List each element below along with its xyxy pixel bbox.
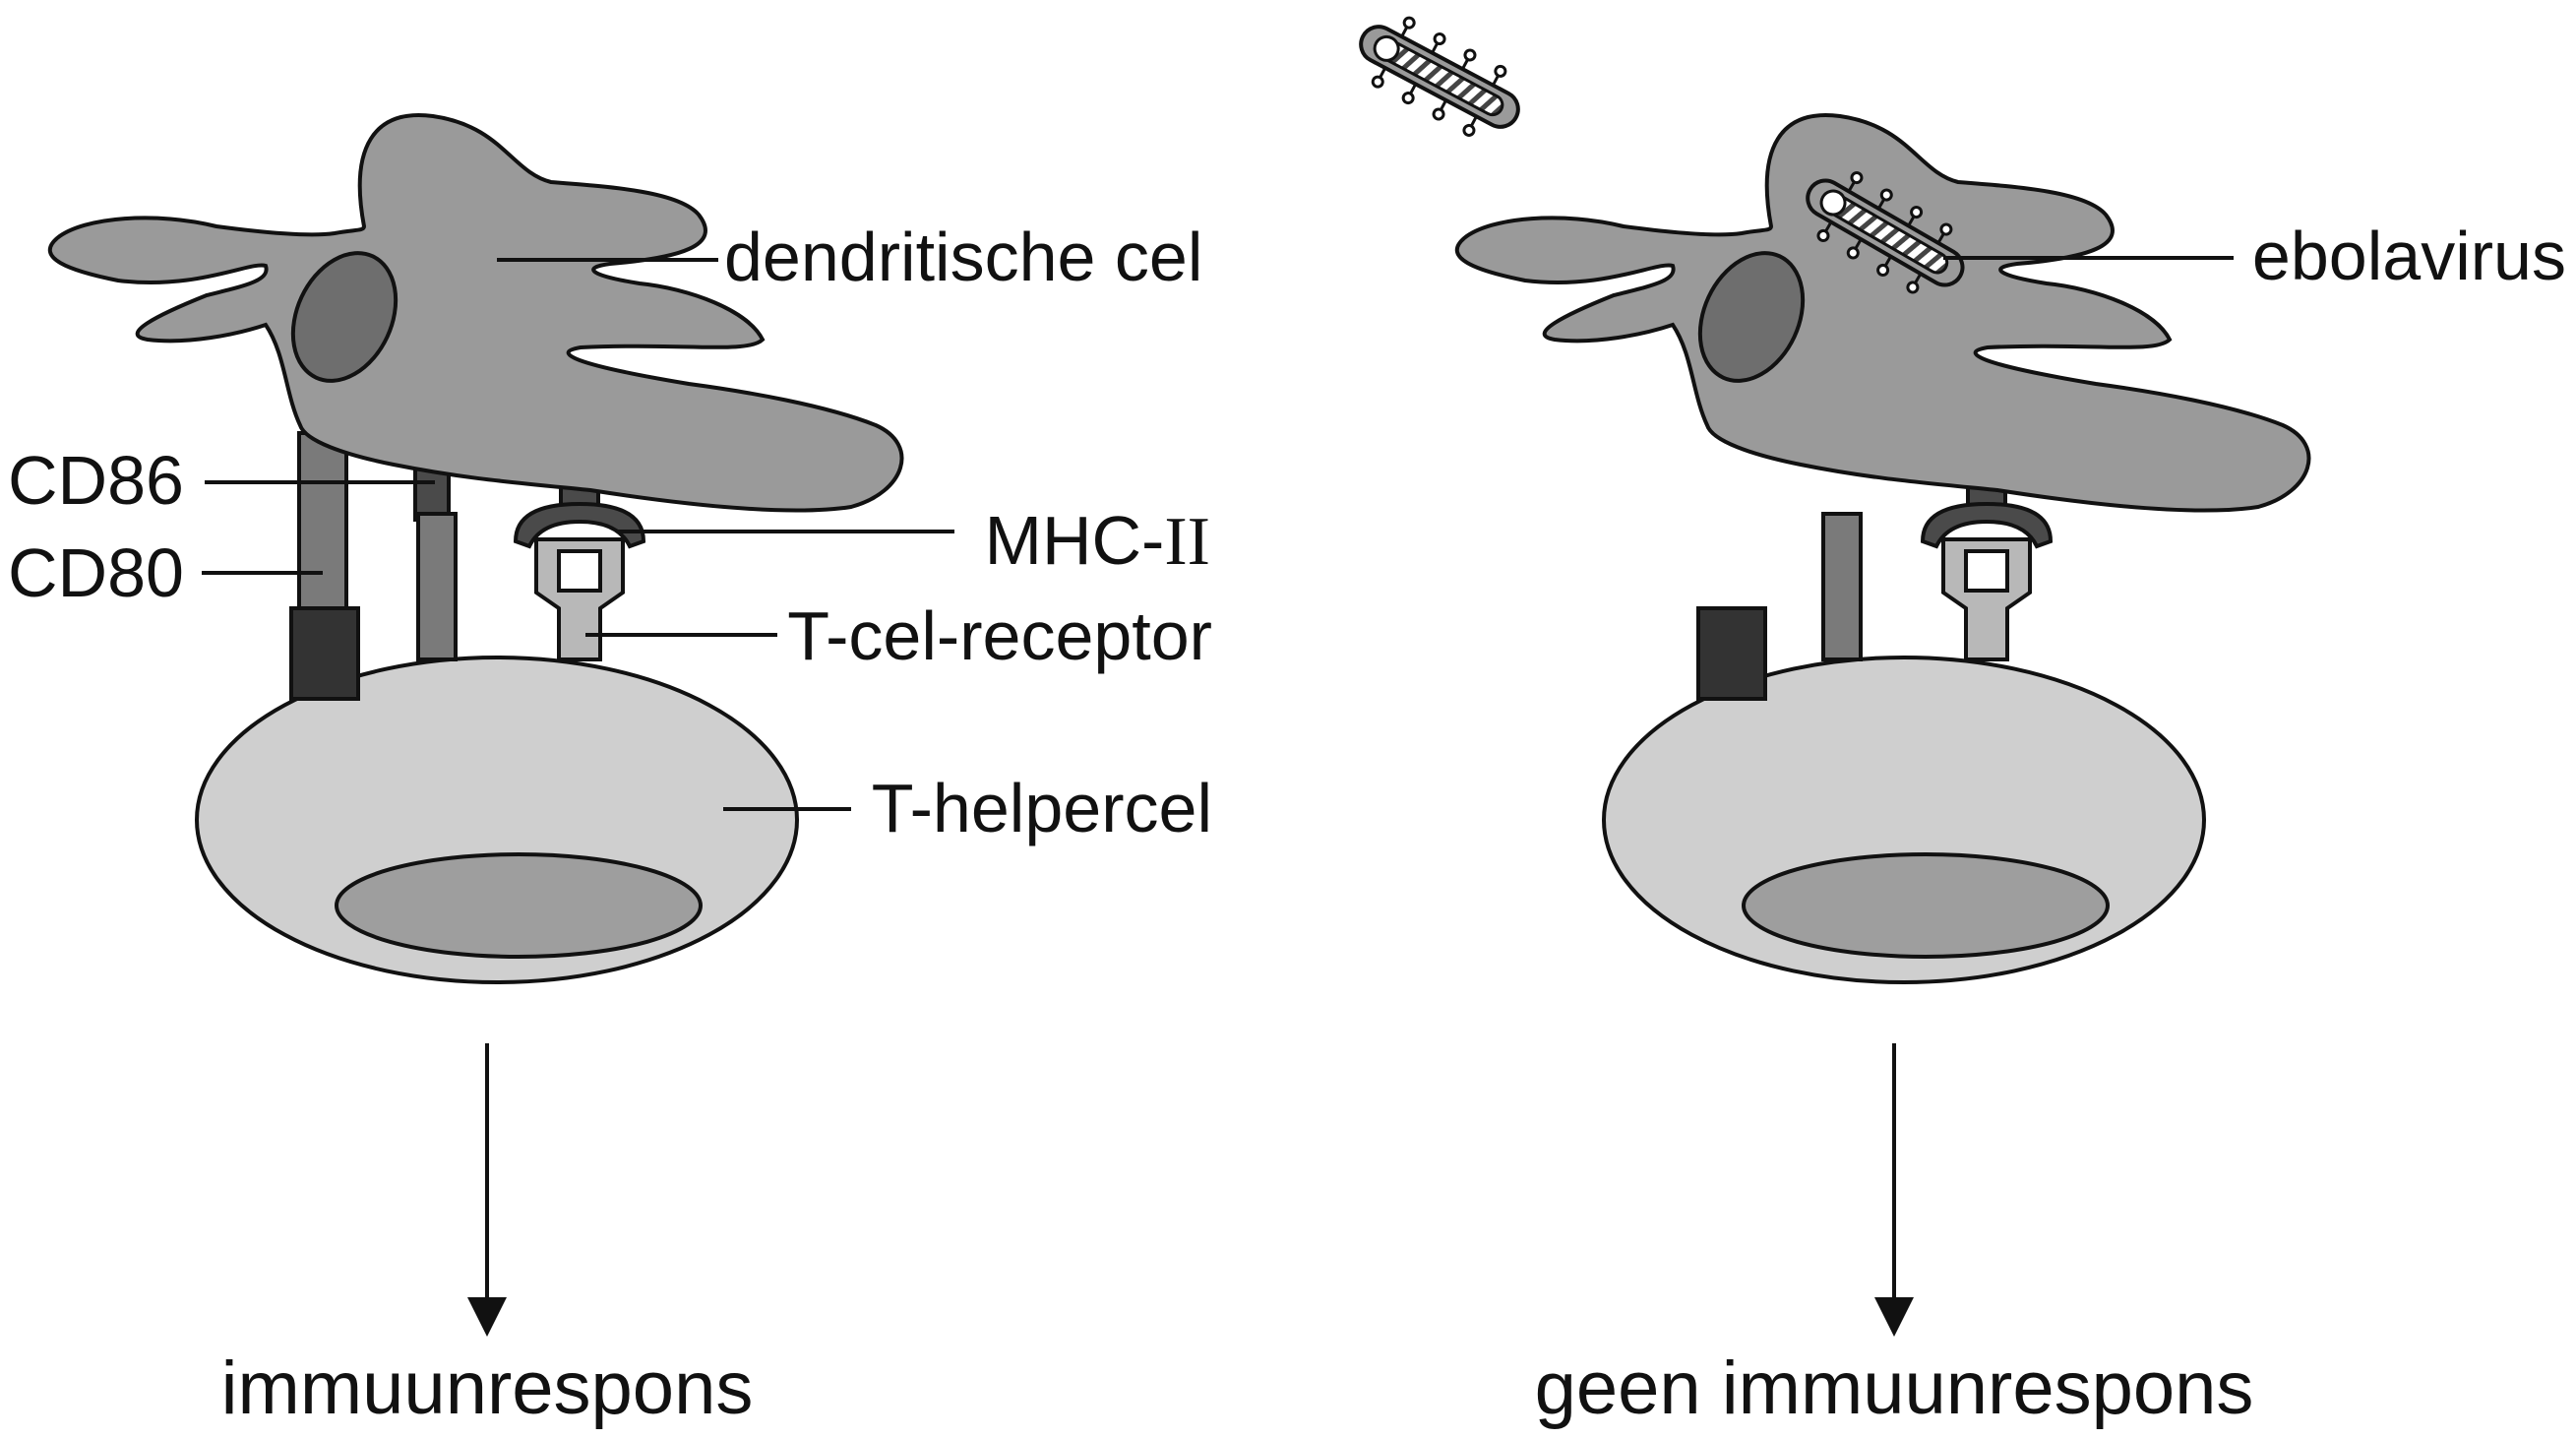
ebolavirus-free — [1359, 16, 1520, 137]
label-dendritic-cell: dendritische cel — [724, 219, 1202, 295]
dendritic-nucleus-left — [290, 251, 399, 383]
outcome-right: geen immuunrespons — [1535, 1346, 2254, 1430]
label-tcr: T-cel-receptor — [787, 597, 1212, 674]
cd80-molecule-left — [289, 431, 360, 701]
right-panel: ebolavirus geen immuunrespons — [1359, 16, 2566, 1430]
dendritic-nucleus-right — [1697, 251, 1806, 383]
label-mhc-prefix: MHC- — [985, 502, 1165, 579]
leader-lines-left — [202, 258, 954, 811]
label-t-helper: T-helpercel — [872, 770, 1212, 846]
dendritic-cell-left — [47, 113, 904, 513]
t-helper-cell-right — [1602, 656, 2206, 984]
outcome-left: immuunrespons — [221, 1346, 754, 1430]
dendritic-cell-right — [1454, 113, 2311, 513]
label-cd80: CD80 — [8, 534, 184, 611]
label-mhc-ii: MHC-II — [985, 502, 1210, 580]
label-cd86: CD86 — [8, 442, 184, 519]
t-helper-nucleus-right — [1742, 852, 2110, 959]
left-panel: dendritische cel CD86 CD80 MHC-II T-cel-… — [8, 113, 1212, 1430]
label-mhc-roman: II — [1164, 504, 1210, 580]
t-helper-cell-left — [195, 656, 799, 984]
cd86-molecule-right — [1821, 512, 1863, 661]
t-helper-nucleus-left — [335, 852, 703, 959]
label-ebolavirus: ebolavirus — [2252, 218, 2566, 294]
cd80-molecule-right — [1696, 606, 1767, 701]
ebolavirus-internalized — [1806, 171, 1965, 294]
